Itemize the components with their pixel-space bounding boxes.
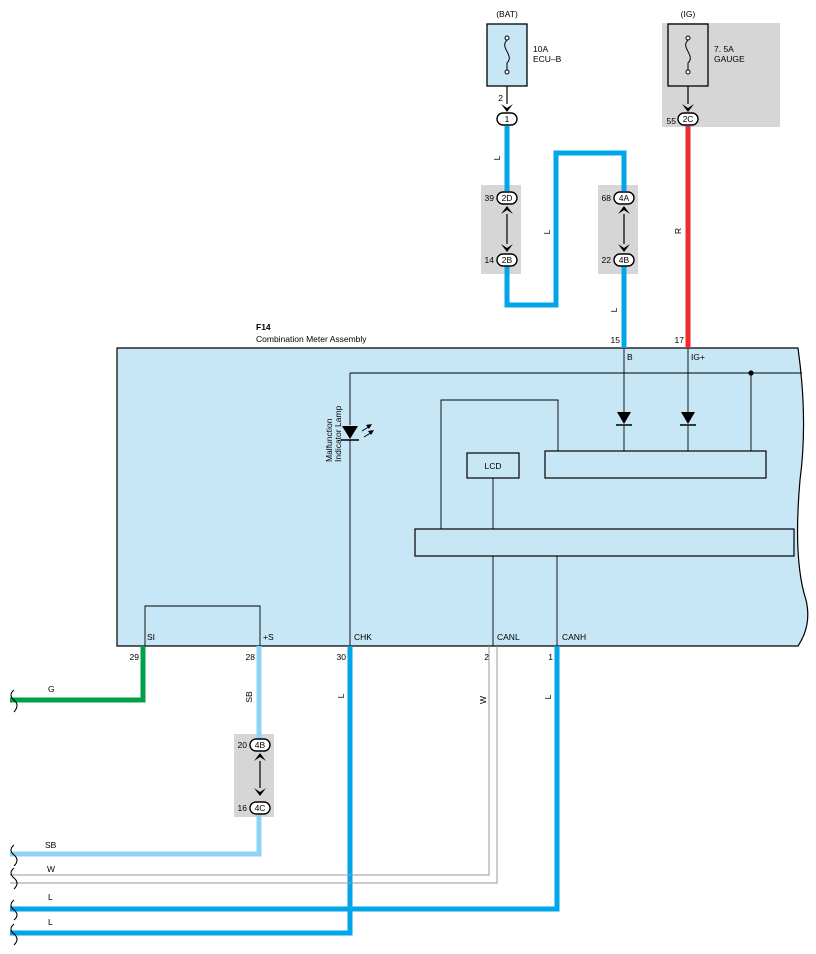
fuse-icon	[685, 35, 691, 75]
terminal-si-pin: 29	[130, 652, 140, 662]
diode-b	[616, 412, 632, 426]
wire-label-s-plus-left: SB	[45, 840, 57, 850]
diode-ig	[680, 412, 696, 426]
ig-source-label: (IG)	[681, 9, 696, 19]
j4b-mid-pin: 20	[238, 740, 248, 750]
wire-canl	[10, 646, 498, 884]
lcd-label: LCD	[484, 461, 501, 471]
fuse-icon	[504, 35, 510, 75]
connector-4b-lower: 4B	[249, 738, 271, 752]
svg-text:4B: 4B	[619, 255, 630, 265]
lcd-block	[466, 452, 520, 479]
connector-chevron-icon	[501, 104, 513, 112]
wire-si	[10, 646, 146, 703]
wire-label-chk-vertical: L	[336, 693, 346, 698]
wire-label-bat-loop: L	[542, 229, 552, 234]
svg-text:4B: 4B	[255, 740, 266, 750]
wire-label-bat-down: L	[492, 155, 502, 160]
svg-text:Indicator Lamp: Indicator Lamp	[333, 406, 343, 462]
terminal-canl-pin: 2	[484, 652, 489, 662]
connector-2c: 2C	[677, 112, 699, 126]
fuse-gauge-box	[667, 23, 709, 87]
combination-meter-body	[116, 347, 809, 647]
connector-chevron-icon	[618, 244, 630, 252]
wire-label-canl-vertical: W	[478, 696, 488, 704]
svg-text:1: 1	[505, 114, 510, 124]
fuse-gauge-name: GAUGE	[714, 54, 745, 64]
terminal-ig-pin: 17	[675, 335, 685, 345]
svg-text:2C: 2C	[683, 114, 694, 124]
wire-chk	[10, 646, 353, 936]
connector-1: 1	[496, 112, 518, 126]
j4c-pin: 16	[238, 803, 248, 813]
connector-chevron-icon	[254, 788, 266, 796]
fuse-ecu-b-box	[486, 23, 528, 87]
component-name: Combination Meter Assembly	[256, 334, 367, 344]
wire-label-ig: R	[673, 228, 683, 234]
terminal-b-pin: 15	[611, 335, 621, 345]
wire-label-canl-left: W	[47, 864, 55, 874]
wire-label-bat-to-b: L	[609, 307, 619, 312]
terminal-canl-name: CANL	[497, 632, 520, 642]
meter-internal-circuit	[144, 348, 802, 646]
svg-text:4C: 4C	[255, 803, 266, 813]
svg-text:4A: 4A	[619, 193, 630, 203]
svg-text:2D: 2D	[502, 193, 513, 203]
ig-pin: 55	[667, 116, 677, 126]
wire-label-chk-left: L	[48, 917, 53, 927]
connector-chevron-icon	[254, 753, 266, 761]
bat-source-label: (BAT)	[496, 9, 518, 19]
wire-label-si-left: G	[48, 684, 55, 694]
j4b-top-pin: 22	[602, 255, 612, 265]
terminal-si-name: SI	[147, 632, 155, 642]
component-code: F14	[256, 322, 271, 332]
svg-text:Malfunction: Malfunction	[324, 418, 334, 462]
connector-chevron-icon	[501, 206, 513, 214]
connector-2b: 2B	[496, 253, 518, 267]
fuse-ecu-b-name: ECU–B	[533, 54, 562, 64]
terminal-chk-pin: 30	[337, 652, 347, 662]
connector-4c: 4C	[249, 801, 271, 815]
bat-pin: 2	[498, 93, 503, 103]
wire-break-marks	[10, 689, 18, 946]
wire-bat-loop	[504, 150, 627, 308]
terminal-s-plus-name: +S	[263, 632, 274, 642]
svg-text:2B: 2B	[502, 255, 513, 265]
can-bus-block	[414, 528, 795, 557]
fuse-ecu-b-rating: 10A	[533, 44, 548, 54]
mil-label: Malfunction Indicator Lamp	[324, 406, 343, 462]
malfunction-indicator-lamp-icon	[341, 424, 374, 441]
fuse-gauge-rating: 7. 5A	[714, 44, 734, 54]
wire-label-s-plus-vertical: SB	[244, 691, 254, 703]
terminal-ig-name: IG+	[691, 352, 705, 362]
wire-label-canh-vertical: L	[543, 694, 553, 699]
terminal-canh-name: CANH	[562, 632, 586, 642]
connector-chevron-icon	[618, 206, 630, 214]
connector-4b: 4B	[613, 253, 635, 267]
terminal-b-name: B	[627, 352, 633, 362]
junction-dot	[748, 370, 754, 376]
connector-2d: 2D	[496, 191, 518, 205]
terminal-canh-pin: 1	[548, 652, 553, 662]
j2d-pin: 39	[485, 193, 495, 203]
connector-chevron-icon	[501, 244, 513, 252]
j2b-pin: 14	[485, 255, 495, 265]
connector-4a: 4A	[613, 191, 635, 205]
connector-chevron-icon	[682, 104, 694, 112]
j4a-pin: 68	[602, 193, 612, 203]
wire-canh	[10, 646, 560, 912]
wire-label-canh-left: L	[48, 892, 53, 902]
terminal-chk-name: CHK	[354, 632, 372, 642]
wire-s-plus-lower	[10, 815, 262, 857]
meter-module-block	[544, 450, 767, 479]
terminal-s-plus-pin: 28	[246, 652, 256, 662]
